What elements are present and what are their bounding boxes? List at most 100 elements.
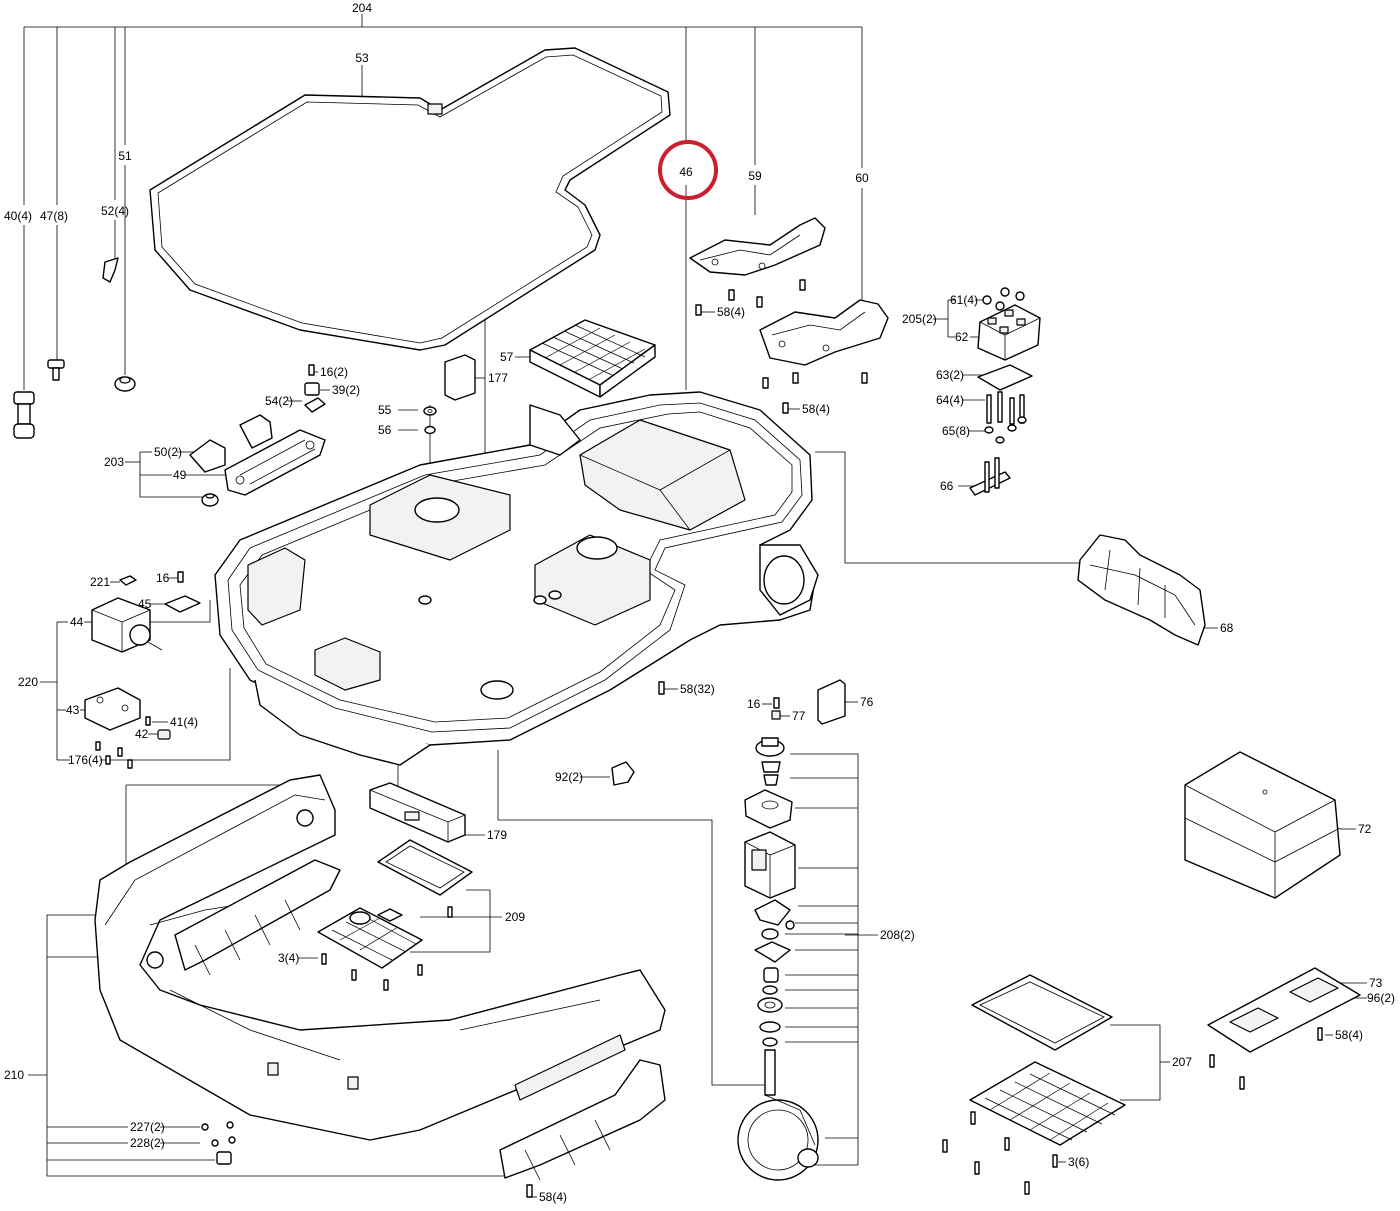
- screws-part-41-176: [95, 716, 151, 769]
- connector-part-62: [977, 304, 1041, 361]
- gasket-seal-part: [149, 47, 671, 351]
- label-part-76: [817, 679, 846, 725]
- label-203: 203: [104, 455, 124, 469]
- label-209: 209: [505, 910, 525, 924]
- label-43: 43: [66, 703, 80, 717]
- label-210: 210: [4, 1068, 24, 1082]
- motor-part-44: [91, 597, 163, 653]
- label-3a: 3(4): [278, 951, 299, 965]
- screw-part-16a: [308, 364, 315, 376]
- label-228: 228(2): [130, 1136, 165, 1150]
- terminal-part-66: [969, 457, 1011, 496]
- clip-part-52: [102, 257, 119, 283]
- label-72: 72: [1358, 822, 1372, 836]
- screw-part-58c: [658, 681, 665, 695]
- label-50: 50(2): [154, 445, 182, 459]
- label-16a: 16(2): [320, 365, 348, 379]
- bracket-part-60: [759, 299, 889, 366]
- label-204: 204: [352, 1, 372, 15]
- bolt-part-40: [13, 391, 35, 439]
- fasteners-part-227-228: [201, 1121, 533, 1198]
- label-55: 55: [378, 403, 392, 417]
- bumper-part-210: [94, 774, 666, 1181]
- battery-part-72: [1184, 751, 1341, 899]
- cap-part-51: [114, 376, 136, 392]
- pins-part-64-65: [984, 391, 1027, 444]
- washer-part-55: [423, 406, 437, 416]
- label-41: 41(4): [170, 715, 198, 729]
- label-58c: 58(32): [680, 682, 715, 696]
- filter-part-209: [317, 839, 473, 991]
- washer-part-56: [424, 425, 436, 435]
- clip-part-39: [304, 382, 320, 396]
- nuts-part-61: [982, 287, 1025, 311]
- label-76: 76: [860, 695, 874, 709]
- clip-part-54: [304, 397, 326, 413]
- plate-part-43: [84, 687, 141, 731]
- label-227: 227(2): [130, 1120, 165, 1134]
- connector-part-42: [157, 729, 171, 740]
- label-58b: 58(4): [802, 402, 830, 416]
- screw-part-16c: [773, 697, 780, 709]
- label-44: 44: [70, 615, 84, 629]
- screws-group-58a: [695, 279, 868, 414]
- label-65: 65(8): [942, 424, 970, 438]
- label-68: 68: [1220, 621, 1234, 635]
- label-96: 96(2): [1367, 991, 1395, 1005]
- bumper-part-68: [1077, 534, 1206, 646]
- label-58d: 58(4): [1335, 1028, 1363, 1042]
- label-46: 46: [679, 165, 693, 179]
- label-221: 221: [90, 575, 110, 589]
- screw-part-47: [47, 359, 65, 381]
- clip-part-92: [611, 761, 635, 786]
- caster-assembly-part-208: [737, 737, 819, 1181]
- cover-part-207: [942, 974, 1126, 1195]
- label-58e: 58(4): [539, 1190, 567, 1204]
- clamp-part-54b: [239, 414, 273, 449]
- part-labels: 204 53 51 52(4) 40(4) 47(8) 46 59 60 58(…: [4, 1, 1395, 1204]
- label-207: 207: [1172, 1055, 1192, 1069]
- label-40: 40(4): [4, 209, 32, 223]
- label-part-177: [444, 354, 476, 401]
- highlight-callout: [658, 140, 718, 200]
- label-63: 63(2): [936, 368, 964, 382]
- label-3b: 3(6): [1068, 1155, 1089, 1169]
- label-77: 77: [792, 709, 806, 723]
- label-54: 54(2): [265, 394, 293, 408]
- label-51: 51: [118, 149, 132, 163]
- label-16b: 16: [156, 571, 170, 585]
- label-49: 49: [173, 468, 187, 482]
- cover-part-179: [369, 782, 466, 843]
- label-177: 177: [488, 371, 508, 385]
- label-92: 92(2): [555, 770, 583, 784]
- label-61: 61(4): [950, 293, 978, 307]
- bracket-part-45: [164, 595, 201, 613]
- label-59: 59: [748, 169, 762, 183]
- bracket-part-59: [689, 217, 826, 276]
- label-73: 73: [1369, 976, 1383, 990]
- label-66: 66: [940, 479, 954, 493]
- label-205: 205(2): [902, 312, 937, 326]
- main-housing-part-46: [214, 391, 819, 766]
- label-part-221: [119, 575, 137, 586]
- plate-part-63: [977, 364, 1033, 391]
- label-208: 208(2): [880, 928, 915, 942]
- plate-part-73: [1207, 967, 1361, 1090]
- label-16c: 16: [747, 697, 761, 711]
- cable-holder-part-49: [224, 429, 326, 496]
- label-62: 62: [955, 330, 969, 344]
- label-64: 64(4): [936, 393, 964, 407]
- label-part-77: [771, 710, 781, 720]
- grille-part-57: [529, 319, 656, 398]
- label-45: 45: [138, 597, 152, 611]
- label-220: 220: [18, 675, 38, 689]
- label-60: 60: [855, 171, 869, 185]
- label-58a: 58(4): [717, 305, 745, 319]
- grommet-part-203: [201, 493, 219, 507]
- label-47: 47(8): [40, 209, 68, 223]
- label-42: 42: [135, 727, 149, 741]
- screw-part-16b: [177, 571, 184, 583]
- label-52: 52(4): [101, 204, 129, 218]
- label-57: 57: [500, 350, 514, 364]
- label-39: 39(2): [332, 383, 360, 397]
